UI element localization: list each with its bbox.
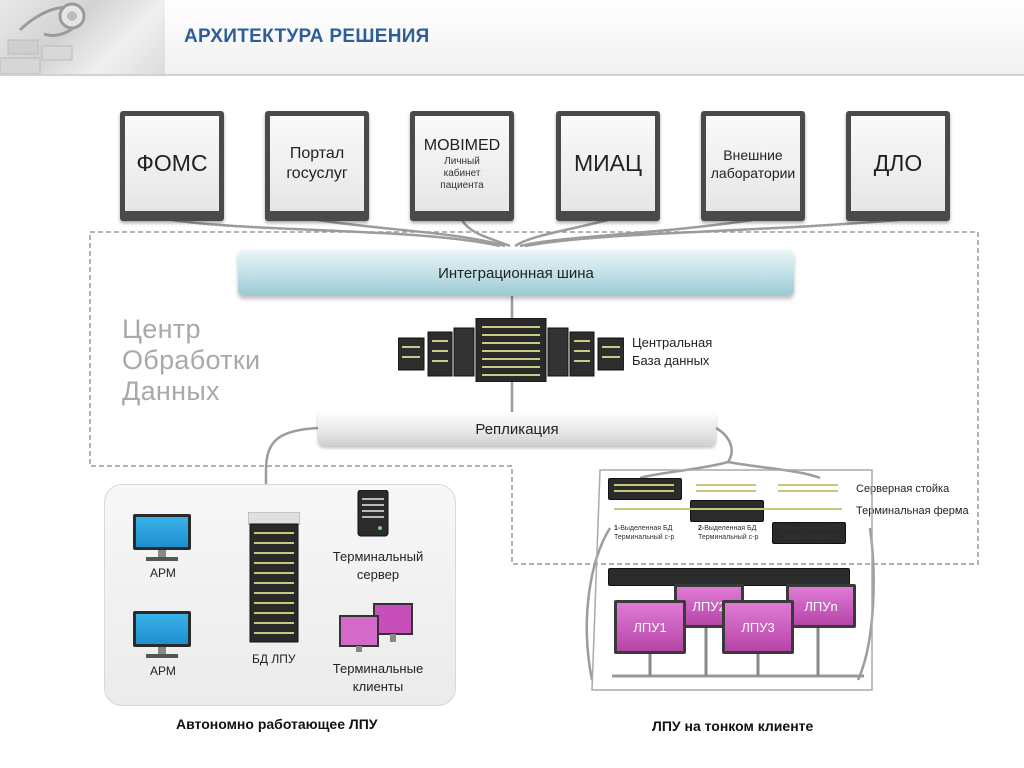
server-caption-1-line-2: Терминальный с-р	[614, 534, 675, 541]
server-rack-unit-2	[690, 500, 764, 522]
server-caption-2-line-1: Выделенная БД	[704, 525, 757, 532]
server-caption-1-line-1: Выделенная БД	[620, 525, 673, 532]
server-caption-n-line-2: Терминальный с-р	[780, 534, 841, 541]
terminal-server-icon	[357, 490, 389, 537]
arm-base-1	[146, 557, 178, 561]
terminal-clients-label-2: клиенты	[352, 679, 404, 694]
header-bar	[0, 0, 1024, 76]
system-mobimed: MOBIMED Личный кабинет пациента	[410, 111, 514, 221]
thin-client-caption: ЛПУ на тонком клиенте	[652, 718, 814, 734]
system-miac-label: МИАЦ	[573, 150, 643, 176]
arm-monitor-2	[133, 611, 191, 647]
replication-label: Репликация	[475, 420, 559, 438]
lpu1-client-monitor: ЛПУ1	[614, 600, 686, 654]
server-caption-1-num: 1-	[614, 525, 621, 532]
system-labs: Внешние лаборатории	[701, 111, 805, 221]
central-db-label-1: Центральная	[632, 335, 713, 350]
integration-bus-label: Интеграционная шина	[438, 264, 594, 282]
system-mobimed-sub-3: пациента	[440, 179, 484, 191]
arm-base-2	[146, 654, 178, 658]
server-rack-label: Серверная стойка	[856, 483, 950, 495]
server-caption-n-line-1: Выделенная БД	[787, 525, 840, 532]
server-caption-2-line-2: Терминальный с-р	[698, 534, 759, 541]
data-center-label: Центр Обработки Данных	[122, 314, 260, 407]
autonomous-lpu-caption: Автономно работающее ЛПУ	[176, 716, 378, 732]
lpun-client-label: ЛПУn	[804, 598, 838, 614]
lpu-db-server-icon	[248, 512, 300, 643]
arm-monitor-1	[133, 514, 191, 550]
system-miac: МИАЦ	[556, 111, 660, 221]
terminal-clients-label-1: Терминальные	[332, 661, 424, 676]
integration-bus: Интеграционная шина	[238, 250, 794, 296]
system-foms: ФОМС	[120, 111, 224, 221]
terminal-clients-label: Терминальные клиенты	[330, 660, 426, 696]
arm-label-2: АРМ	[150, 664, 176, 678]
arm-stand-2	[158, 647, 166, 655]
system-dlo-label: ДЛО	[873, 150, 923, 176]
terminal-farm-label: Терминальная ферма	[856, 505, 969, 517]
system-dlo: ДЛО	[846, 111, 950, 221]
system-mobimed-sub-1: Личный	[444, 155, 480, 167]
lpu3-client-label: ЛПУ3	[741, 619, 775, 635]
arm-label-1: АРМ	[150, 566, 176, 580]
data-center-label-2: Обработки	[122, 345, 261, 375]
stethoscope-icon	[0, 2, 86, 75]
system-labs-label-2: лаборатории	[710, 164, 796, 181]
lpu-db-label: БД ЛПУ	[252, 652, 296, 666]
terminal-server-label: Терминальный сервер	[330, 548, 426, 584]
page-title: АРХИТЕКТУРА РЕШЕНИЯ	[184, 26, 430, 47]
system-mobimed-sub-2: кабинет	[443, 167, 481, 179]
stethoscope-keyboard-image	[0, 0, 165, 75]
system-mobimed-label: MOBIMED	[423, 136, 501, 154]
server-caption-n-num: N-	[780, 525, 788, 532]
central-db-label-2: База данных	[632, 353, 710, 368]
terminal-clients-icon	[339, 603, 413, 652]
arm-stand-1	[158, 550, 166, 558]
central-database-servers	[398, 318, 624, 382]
system-labs-label-1: Внешние	[723, 146, 783, 163]
server-caption-1: 1-Выделенная БД Терминальный с-р	[614, 524, 674, 542]
central-db-label: Центральная База данных	[632, 334, 712, 370]
terminal-server-label-1: Терминальный	[332, 549, 424, 564]
system-gosuslugi: Портал госуслуг	[265, 111, 369, 221]
system-gosuslugi-label-2: госуслуг	[286, 164, 348, 182]
lpun-client-monitor: ЛПУn	[786, 584, 856, 628]
server-caption-n: N-Выделенная БД Терминальный с-р	[780, 524, 840, 542]
lpu2-client-label: ЛПУ2	[692, 598, 726, 614]
server-caption-2: 2-Выделенная БД Терминальный с-р	[698, 524, 758, 542]
server-rack-unit-1	[608, 478, 682, 500]
lpu1-client-label: ЛПУ1	[633, 619, 667, 635]
system-foms-label: ФОМС	[136, 150, 208, 176]
replication-bar: Репликация	[318, 412, 716, 446]
data-center-label-3: Данных	[122, 376, 220, 406]
system-gosuslugi-label-1: Портал	[289, 144, 345, 162]
rack-indicators	[614, 484, 842, 510]
server-caption-2-num: 2-	[698, 525, 705, 532]
server-rack-unit-n	[772, 522, 846, 544]
lpu3-client-monitor: ЛПУ3	[722, 600, 794, 654]
data-center-label-1: Центр	[122, 314, 201, 344]
terminal-server-label-2: сервер	[356, 567, 400, 582]
